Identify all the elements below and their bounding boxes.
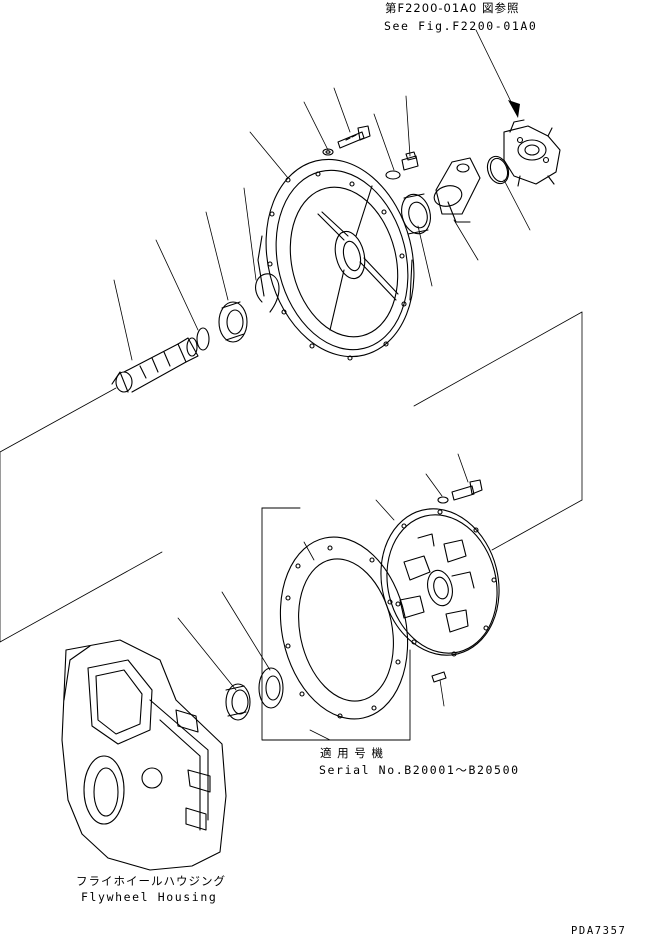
flywheel-housing — [61, 639, 227, 871]
small-seals — [385, 151, 419, 180]
reference-label-en: See Fig.F2200-01A0 — [384, 19, 538, 33]
lower-bolt — [437, 479, 483, 504]
coupling-disc — [380, 508, 500, 657]
serial-label-en: Serial No.B20001～B20500 — [319, 763, 520, 777]
snap-rings — [196, 273, 280, 351]
assembly-axis-lines — [0, 311, 583, 643]
lower-oil-seal — [225, 683, 251, 721]
serial-bracket — [261, 507, 411, 741]
upper-oil-seal — [401, 193, 431, 235]
universal-joint-yoke — [503, 119, 561, 187]
housing-label-jp: フライホイールハウジング — [76, 874, 226, 888]
serial-label-jp: 適 用 号 機 — [320, 746, 384, 760]
right-o-ring — [486, 155, 510, 185]
reference-arrow — [508, 100, 520, 118]
drawing-id: PDA7357 — [571, 925, 627, 937]
cover-plate — [257, 158, 415, 361]
flange-housing — [433, 157, 481, 223]
adapter-ring — [279, 536, 409, 720]
dowel-pin — [431, 671, 447, 683]
input-shaft — [111, 337, 199, 393]
reference-label-jp: 第F2200-01A0 図参照 — [385, 1, 520, 15]
lower-bearing — [258, 667, 284, 709]
leader-lines — [113, 29, 531, 741]
upper-bearing — [218, 301, 248, 343]
upper-bolt — [322, 125, 371, 156]
housing-label-en: Flywheel Housing — [81, 890, 218, 904]
